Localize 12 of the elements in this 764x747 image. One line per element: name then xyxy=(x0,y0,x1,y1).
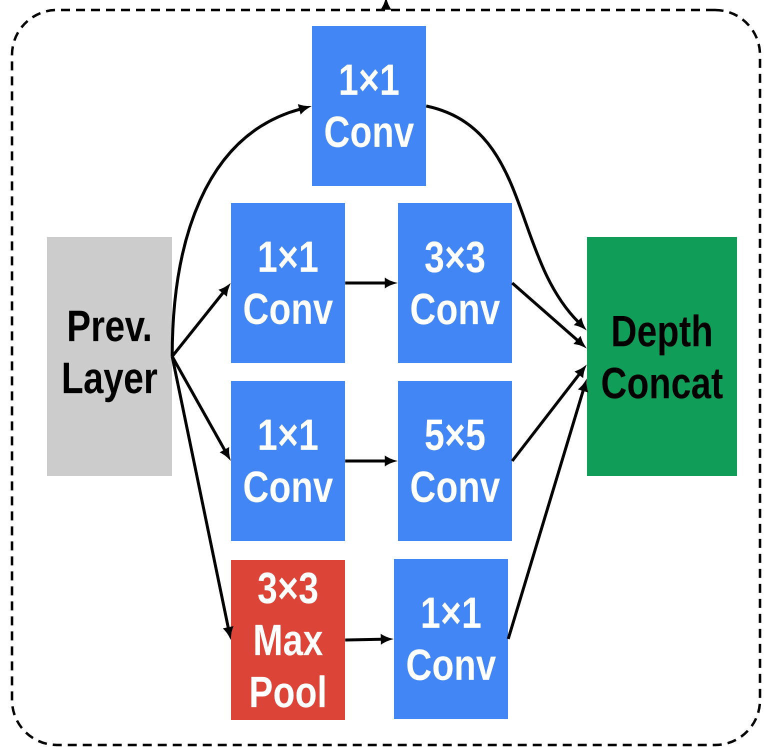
pool-box: 3×3 Max Pool xyxy=(231,560,345,720)
arrow xyxy=(382,0,390,10)
arrow xyxy=(511,282,584,347)
layer-box: Prev. Layer xyxy=(47,237,172,476)
conv-box: 1×1 Conv xyxy=(312,26,426,186)
conv-box: 5×5 Conv xyxy=(398,381,512,541)
concat-box: Depth Concat xyxy=(587,237,737,476)
arrow xyxy=(426,104,585,328)
conv-box: 3×3 Conv xyxy=(398,203,512,363)
dashed-frame xyxy=(10,8,762,746)
conv-box: 1×1 Conv xyxy=(231,381,345,541)
conv-box: 1×1 Conv xyxy=(394,559,508,719)
